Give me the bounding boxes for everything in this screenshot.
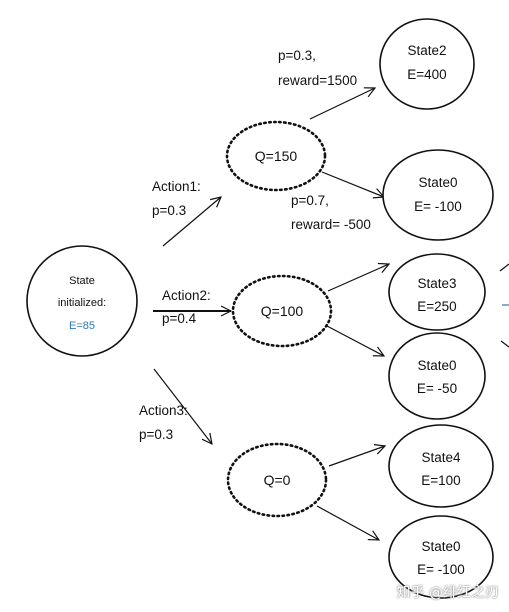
transition-q2-state0-arrow: [326, 325, 384, 356]
root-state-node: State initialized: E=85: [26, 245, 138, 357]
root-energy: E=85: [69, 320, 95, 332]
outcome-state-node: State4 E=100: [388, 424, 494, 508]
root-state-sublabel: initialized:: [58, 297, 106, 309]
q-node-action1: Q=150: [225, 120, 327, 192]
transition2-reward: reward= -500: [291, 217, 371, 232]
action1-arrow: [162, 197, 221, 247]
outcome-state-node: State0 E= -50: [388, 332, 486, 420]
action2-prob: p=0.4: [162, 311, 197, 326]
outcome-state-name: State0: [421, 539, 460, 554]
transition-q1-state0-arrow: [321, 171, 384, 197]
outcome-state-energy: E=400: [407, 67, 446, 82]
outcome-state-name: State4: [421, 450, 461, 465]
transition1-prob: p=0.3,: [278, 48, 316, 63]
action1-prob: p=0.3: [152, 203, 186, 218]
outcome-state-node: State3 E=250: [388, 253, 486, 331]
root-state-label: State: [69, 275, 95, 287]
q-value-action1: Q=150: [255, 148, 298, 164]
action3-arrow: [153, 368, 212, 444]
outcome-state-node: State0 E= -100: [382, 149, 494, 241]
outcome-state-name: State2: [407, 43, 446, 58]
q-value-action3: Q=0: [264, 472, 291, 488]
transition-q1-state2-arrow: [309, 88, 375, 120]
q-value-action2: Q=100: [261, 303, 304, 319]
q-node-action3: Q=0: [226, 442, 328, 518]
transition-q2-state3-arrow: [327, 264, 389, 292]
transition1-reward: reward=1500: [278, 73, 357, 88]
watermark-text: 知乎 @绯红之刃: [396, 585, 499, 601]
outcome-state-node: State0 E= -100: [388, 515, 494, 599]
outcome-state-energy: E=100: [421, 473, 460, 488]
transition-q3-state0-arrow: [316, 505, 379, 540]
action3-prob: p=0.3: [139, 427, 173, 442]
outcome-state-energy: E= -50: [417, 381, 457, 396]
outcome-state-name: State0: [417, 358, 456, 373]
outcome-state-name: State0: [418, 175, 457, 190]
cropped-edge-line: [500, 340, 509, 348]
outcome-state-energy: E= -100: [414, 199, 462, 214]
outcome-state-energy: E= -100: [417, 562, 465, 577]
q-node-action2: Q=100: [231, 274, 333, 348]
action2-label: Action2:: [162, 288, 211, 303]
action1-label: Action1:: [152, 179, 201, 194]
transition2-prob: p=0.7,: [291, 193, 329, 208]
outcome-state-node: State2 E=400: [379, 18, 475, 110]
outcome-state-energy: E=250: [417, 299, 456, 314]
transition-q3-state4-arrow: [328, 446, 385, 467]
cropped-edge-line: [499, 263, 509, 272]
action3-label: Action3:: [139, 403, 188, 418]
outcome-state-name: State3: [417, 276, 456, 291]
